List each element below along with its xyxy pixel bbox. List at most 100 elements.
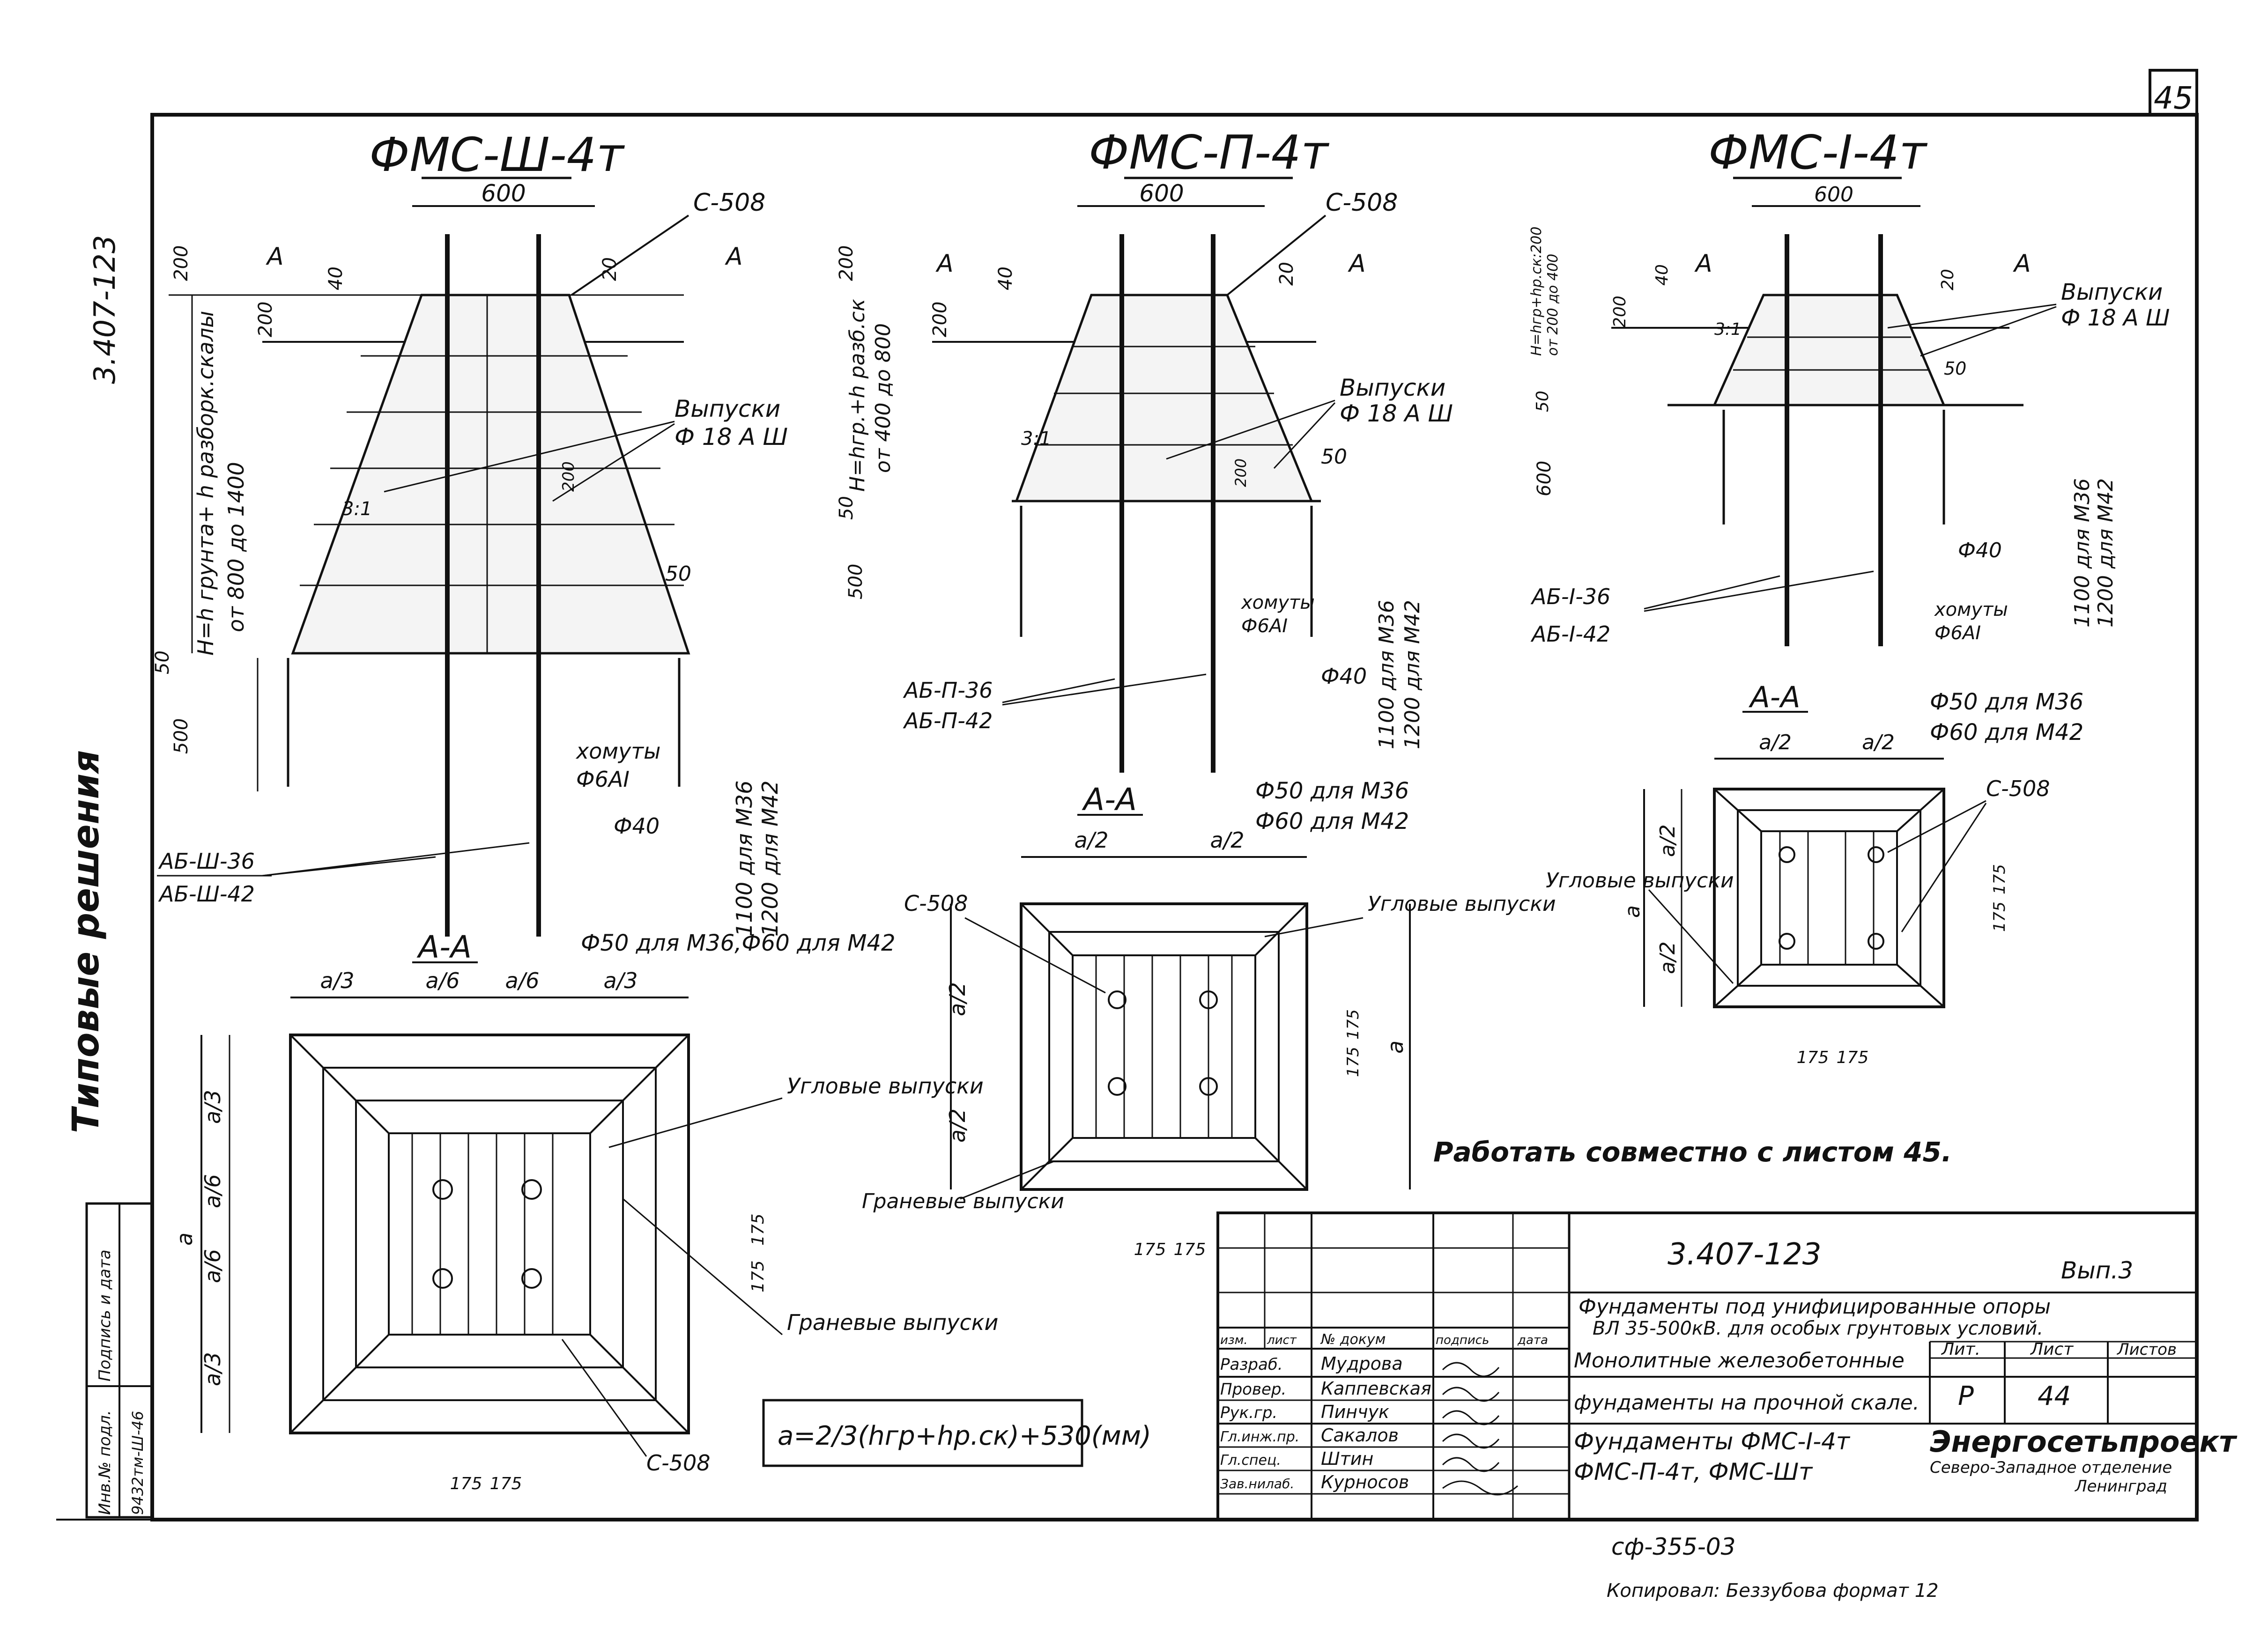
fms2-slope: 3:1 bbox=[1021, 428, 1051, 450]
fms3-dim-200-top: 200 bbox=[170, 245, 192, 281]
fms2-dim-175-b: 175 bbox=[1174, 1240, 1206, 1259]
fms3-dim-200-b: 200 bbox=[255, 302, 276, 337]
fms2-plan-a2-r: a/2 bbox=[1210, 827, 1245, 853]
fms2-dim-50-base: 50 bbox=[836, 496, 857, 520]
stamp-name-row-4: Сакалов bbox=[1321, 1425, 1399, 1446]
fms2-cut-a-left: А bbox=[935, 250, 954, 278]
fms3-height-label: H=h грунта+ h разборк.скалы bbox=[193, 311, 218, 656]
stamp-name-row-3: Пинчук bbox=[1321, 1402, 1389, 1422]
fms1-len-m42: 1200 для М42 bbox=[2094, 478, 2118, 628]
fms2-bolt-1 bbox=[1108, 990, 1127, 1009]
fms1-title: ФМС-I-4т bbox=[1708, 125, 1927, 180]
fms3-ab42: АБ-Ш-42 bbox=[158, 881, 255, 907]
fms1-cut-a-left: А bbox=[1694, 250, 1712, 278]
fms1-ab42: АБ-I-42 bbox=[1530, 621, 1610, 647]
fms1-section-title: А-А bbox=[1748, 680, 1800, 714]
fms3-cut-a-left: А bbox=[266, 243, 284, 271]
fms3-dim-175-a: 175 bbox=[450, 1474, 482, 1493]
fms2-concrete-body bbox=[1015, 294, 1313, 502]
fms2-pipe2: Ф60 для М42 bbox=[1255, 808, 1409, 834]
sheet-number: 45 bbox=[2154, 80, 2193, 116]
side-strip: 3.407-123 Типовые решения Подпись и дата… bbox=[65, 235, 154, 1519]
stamp-list-h: Лист bbox=[2030, 1340, 2074, 1359]
fms1-plan-a2-l: a/2 bbox=[1759, 731, 1792, 754]
fms3-bolt-2 bbox=[521, 1179, 542, 1200]
fms1-plan-a2-v1: a/2 bbox=[1656, 824, 1680, 857]
fms1-dim-175-a: 175 bbox=[1797, 1048, 1829, 1067]
fms3-dim-175-v1: 175 bbox=[749, 1213, 768, 1246]
fms3-len-m42: 1200 для М42 bbox=[757, 781, 783, 937]
fms3-dim-50: 50 bbox=[665, 562, 691, 586]
fms1-bolt-4 bbox=[1868, 933, 1884, 950]
fms1-dim-175-v1: 175 bbox=[1990, 864, 2009, 894]
stamp-name-row-6: Курносов bbox=[1321, 1472, 1409, 1492]
stamp-lit-h: Лит. bbox=[1941, 1340, 1980, 1359]
fms2-len-m42: 1200 для М42 bbox=[1401, 600, 1424, 749]
fms2-ug-label: Угловые выпуски bbox=[1368, 892, 1556, 916]
fms3-dia40: Ф40 bbox=[614, 813, 660, 839]
fms3-elevation: ФМС-Ш-4т 600 С-508 А А 200 40 20 200 H=h… bbox=[152, 127, 896, 956]
fms1-dim-40: 40 bbox=[1653, 264, 1672, 286]
fms1-plan-a2-r: a/2 bbox=[1862, 731, 1895, 754]
fms3-title: ФМС-Ш-4т bbox=[369, 127, 625, 182]
stamp-name-row-2: Каппевская bbox=[1321, 1378, 1431, 1399]
stamp-h-sign: подпись bbox=[1436, 1333, 1489, 1347]
signature-4 bbox=[1442, 1433, 1500, 1449]
fms3-plan-a6-v1: a/6 bbox=[200, 1174, 225, 1208]
fms2-hom: хомуты bbox=[1240, 592, 1315, 613]
stamp-org-3: Ленинград bbox=[2074, 1477, 2167, 1496]
fms2-dim-175-a: 175 bbox=[1134, 1240, 1166, 1259]
stamp-role-4: Гл.инж.пр. bbox=[1220, 1429, 1299, 1445]
stamp-org-1: Энергосетьпроект bbox=[1930, 1425, 2238, 1459]
side-inv-label: Инв.№ подл. bbox=[96, 1410, 114, 1515]
formula-box bbox=[762, 1399, 1083, 1467]
fms3-plan: А-А a/3 a/6 a/6 a/3 a a/3 a/6 a/6 a/3 Уг… bbox=[172, 929, 998, 1493]
stamp-listov-h: Листов bbox=[2116, 1340, 2177, 1359]
fms3-dim-200-inner: 200 bbox=[559, 461, 578, 492]
fms2-height-range: от 400 до 800 bbox=[871, 323, 895, 473]
fms1-dim-175-b: 175 bbox=[1837, 1048, 1869, 1067]
fms2-vypuski-dia: Ф 18 А Ш bbox=[1340, 400, 1453, 427]
stamp-role-3: Рук.гр. bbox=[1220, 1403, 1277, 1422]
fms2-dim-40: 40 bbox=[995, 266, 1016, 290]
fms3-plan-a6-r: a/6 bbox=[505, 968, 540, 993]
fms1-plan-a2-v2: a/2 bbox=[1656, 941, 1680, 974]
footer-copy: Копировал: Беззубова формат 12 bbox=[1607, 1580, 1939, 1602]
fms3-section-title: А-А bbox=[416, 929, 472, 965]
fms2-height-label: H=hгр.+h разб.ск bbox=[845, 299, 869, 492]
side-inv-value: 9432тм-Ш-46 bbox=[129, 1411, 147, 1515]
fms1-dim-175-v2: 175 bbox=[1990, 901, 2009, 932]
fms3-dim-40: 40 bbox=[325, 266, 347, 290]
fms2-dim-200-inner: 200 bbox=[1232, 458, 1250, 487]
fms1-vypuski: Выпуски bbox=[2061, 279, 2163, 305]
fms2-ab42: АБ-П-42 bbox=[903, 708, 993, 733]
fms1-dim-50-base: 50 bbox=[1533, 391, 1552, 412]
fms2-dim-175-v1: 175 bbox=[1344, 1009, 1363, 1040]
fms1-height-label: H=hгр+hр.ск:200 bbox=[1528, 227, 1545, 356]
fms1-c508: С-508 bbox=[1986, 776, 2050, 801]
fms2-dim-175-v2: 175 bbox=[1344, 1047, 1363, 1077]
fms3-concrete-body bbox=[291, 294, 690, 655]
fms3-bolt-1 bbox=[432, 1179, 453, 1200]
signature-1 bbox=[1442, 1362, 1500, 1377]
fms1-bolt-3 bbox=[1779, 933, 1795, 950]
fms2-gr-label: Граневые выпуски bbox=[862, 1189, 1064, 1213]
fms1-dim-600-v: 600 bbox=[1534, 461, 1555, 496]
stamp-name-1: Фундаменты ФМС-I-4т bbox=[1574, 1428, 1851, 1455]
stamp-h-date: дата bbox=[1517, 1333, 1548, 1347]
stamp-issue: Вып.3 bbox=[2061, 1257, 2133, 1284]
signature-3 bbox=[1442, 1410, 1500, 1425]
fms3-dim-175-b: 175 bbox=[490, 1474, 522, 1493]
fms2-pipe1: Ф50 для М36 bbox=[1255, 778, 1409, 804]
fms3-ab36: АБ-Ш-36 bbox=[158, 849, 255, 874]
stamp-h-doc: № докум bbox=[1320, 1331, 1386, 1348]
fms3-slope: 3:1 bbox=[342, 498, 372, 520]
signature-5 bbox=[1442, 1457, 1500, 1472]
fms3-dim-175-v2: 175 bbox=[749, 1260, 768, 1292]
fms1-hom: хомуты bbox=[1934, 599, 2008, 620]
signature-2 bbox=[1442, 1387, 1500, 1402]
fms1-ab36: АБ-I-36 bbox=[1530, 584, 1610, 609]
fms2-plan-a2-v2: a/2 bbox=[945, 1108, 970, 1143]
side-code: 3.407-123 bbox=[88, 235, 122, 384]
fms1-pipe2: Ф60 для М42 bbox=[1930, 719, 2083, 746]
